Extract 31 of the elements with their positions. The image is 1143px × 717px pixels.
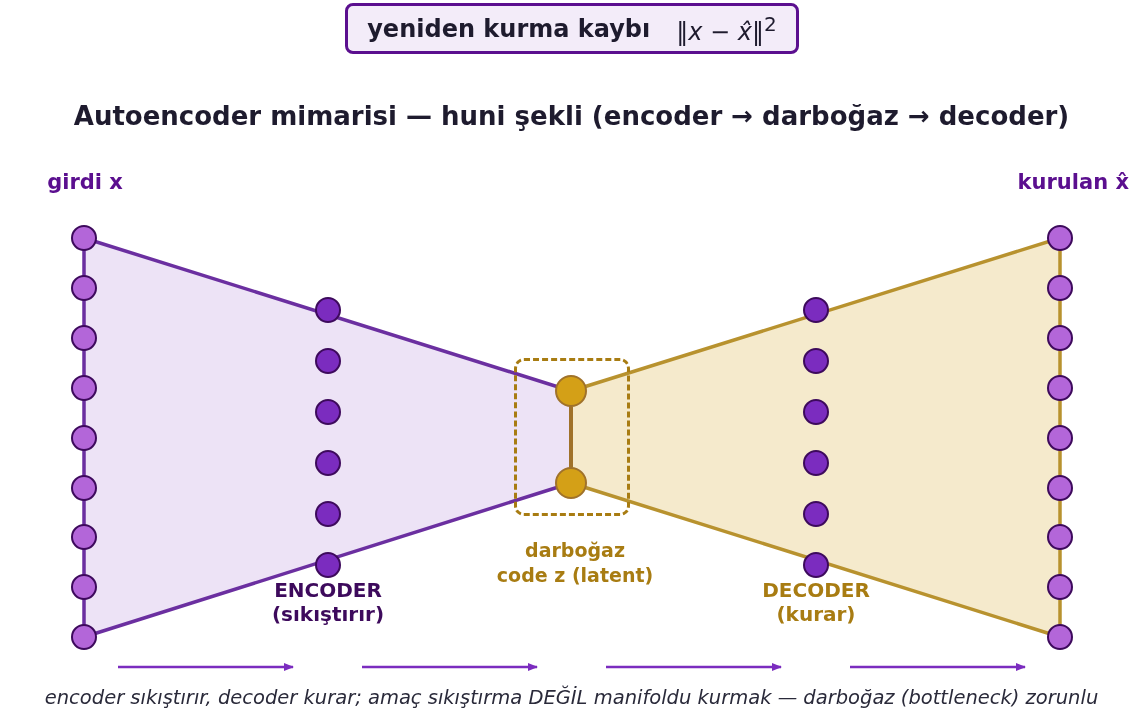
encoder-label: ENCODER (sıkıştırır): [270, 578, 386, 626]
neuron-circle: [1047, 574, 1073, 601]
neuron-circle: [71, 324, 97, 351]
loss-label: yeniden kurma kaybı: [367, 14, 651, 43]
neuron-circle: [315, 297, 341, 323]
connector-line: [569, 407, 573, 467]
neuron-circle: [71, 624, 97, 651]
neuron-circle: [71, 574, 97, 601]
neuron-circle: [803, 297, 829, 323]
neuron-circle: [71, 524, 97, 551]
neuron-circle: [1047, 225, 1073, 251]
output-label: kurulan x̂: [1016, 170, 1130, 196]
neuron-circle: [71, 374, 97, 401]
neuron-circle: [803, 552, 829, 578]
decoder-label: DECODER (kurar): [761, 578, 871, 626]
input-label: girdi x: [46, 170, 124, 196]
neuron-circle: [1047, 524, 1073, 551]
bottleneck-label: darboğaz: [524, 539, 626, 561]
bottleneck-label: code z (latent): [495, 564, 655, 586]
diagram-title: Autoencoder mimarisi — huni şekli (encoder → darboğaz → decoder): [72, 101, 1071, 131]
neuron-circle: [1047, 624, 1073, 651]
neuron-circle: [315, 552, 341, 578]
neuron-circle: [555, 375, 587, 407]
neuron-circle: [71, 225, 97, 251]
neuron-circle: [71, 274, 97, 301]
loss-box: [345, 3, 799, 54]
neuron-circle: [555, 467, 587, 499]
loss-formula: ‖x − x̂‖$^{2}$: [676, 11, 777, 46]
caption: encoder sıkıştırır, decoder kurar; amaç sıkıştırma DEĞİL manifoldu kurmak — darboğaz (bottleneck) zorunlu: [43, 686, 1100, 709]
neuron-circle: [71, 424, 97, 451]
neuron-circle: [71, 474, 97, 501]
